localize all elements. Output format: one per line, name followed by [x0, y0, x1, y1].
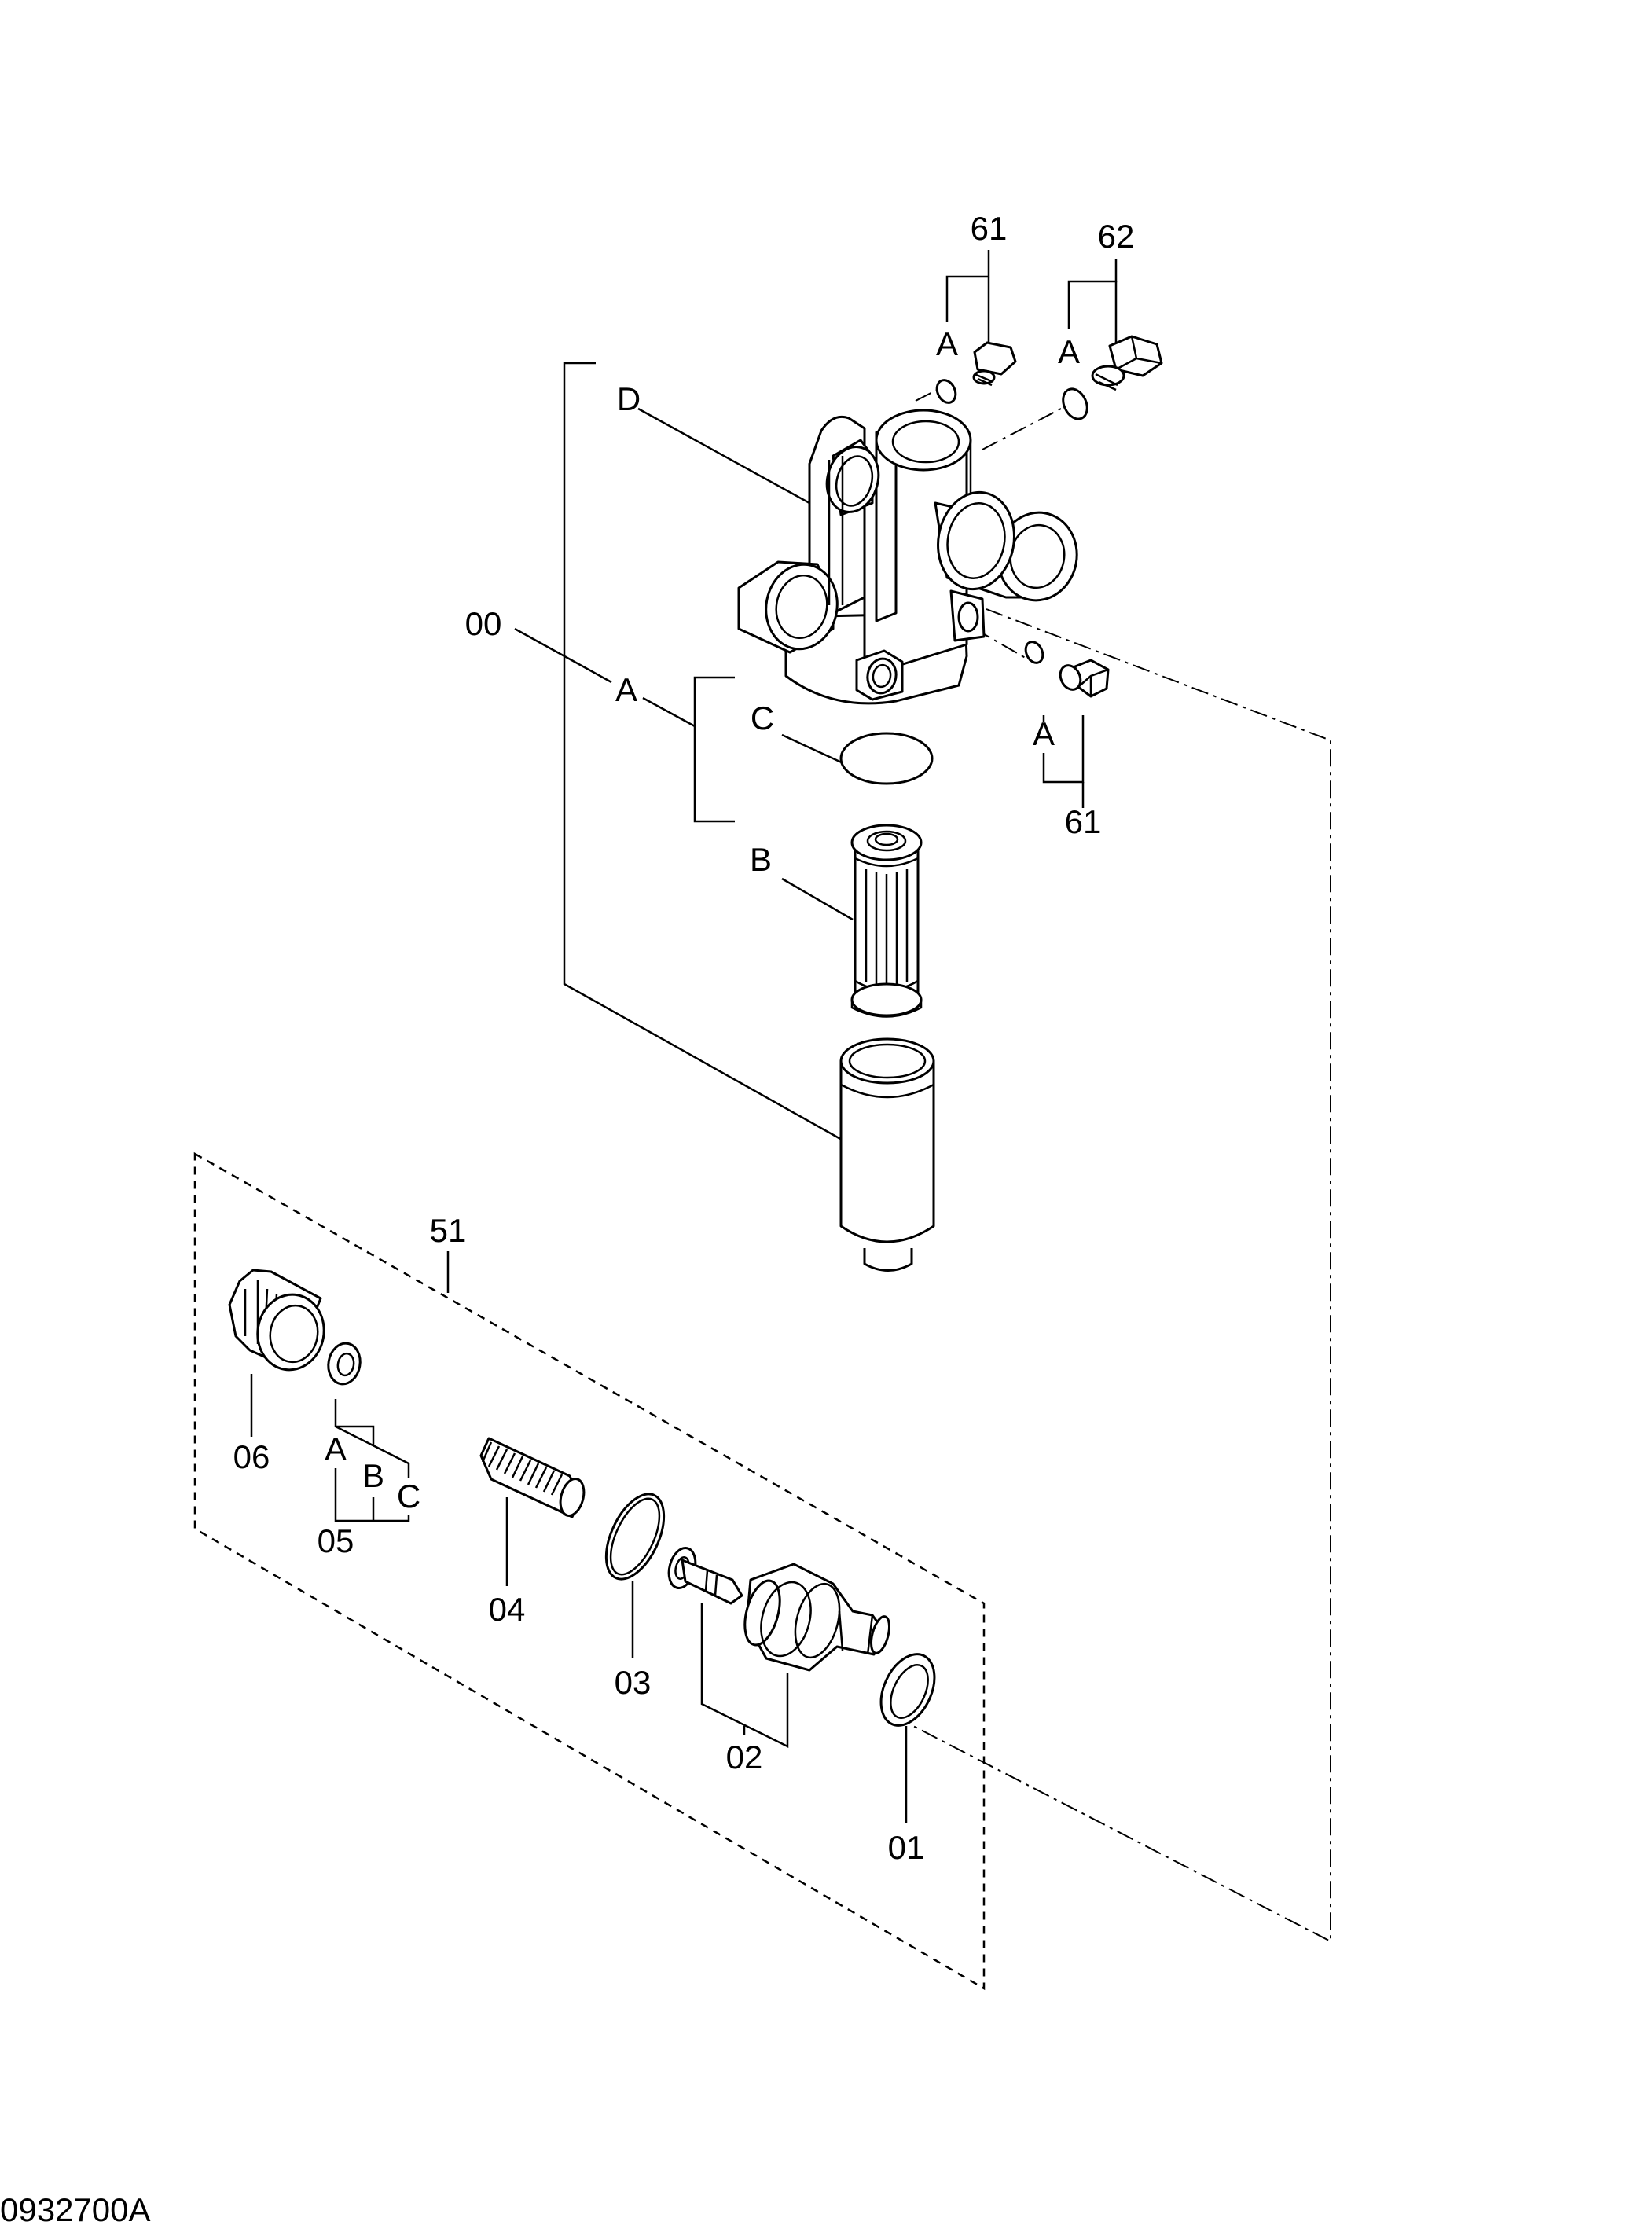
leader-lines [250, 250, 1118, 1823]
washer-05 [327, 1342, 362, 1386]
callout-04: 04 [489, 1591, 526, 1628]
callout-d: D [617, 380, 641, 417]
o-ring-62 [1062, 387, 1088, 420]
o-ring-61-top [935, 379, 957, 404]
callout-00: 00 [465, 605, 502, 642]
callout-a-00: A [615, 671, 637, 708]
plug-62 [1091, 335, 1163, 391]
callout-61-right: 61 [1065, 803, 1102, 840]
spring-04 [479, 1437, 586, 1518]
filter-element [850, 824, 923, 1018]
plug-06 [228, 1269, 325, 1372]
callout-a-61-top: A [936, 325, 958, 362]
callout-62: 62 [1098, 218, 1135, 255]
drawing-number: 0932700A [0, 2191, 151, 2228]
gasket [839, 732, 934, 785]
o-ring-03 [604, 1493, 666, 1581]
callout-a-62: A [1058, 333, 1080, 370]
filter-bowl [839, 1037, 935, 1272]
callout-01: 01 [888, 1829, 925, 1866]
callout-c-00: C [751, 700, 774, 736]
valve-02 [667, 1547, 890, 1672]
plug-61-top [972, 341, 1017, 387]
callout-a-05: A [325, 1430, 347, 1467]
callout-03: 03 [615, 1664, 652, 1701]
o-ring-61-right [1024, 641, 1044, 664]
callout-51: 51 [430, 1212, 467, 1249]
callout-labels: 61 62 A A D 00 A C B A 61 51 06 A B C 05… [0, 210, 1134, 2228]
callout-06: 06 [233, 1438, 270, 1475]
filter-head-housing [737, 409, 1078, 705]
plug-61-right [1059, 659, 1110, 698]
seal-01 [879, 1653, 936, 1727]
callout-b-05: B [362, 1457, 384, 1494]
callout-61-top: 61 [971, 210, 1008, 247]
callout-02: 02 [726, 1739, 763, 1775]
callout-a-61-right: A [1033, 715, 1055, 752]
callout-b-00: B [750, 841, 772, 878]
callout-c-05: C [397, 1478, 420, 1515]
kit-51-boundary [193, 1151, 986, 1991]
callout-05: 05 [318, 1522, 354, 1559]
